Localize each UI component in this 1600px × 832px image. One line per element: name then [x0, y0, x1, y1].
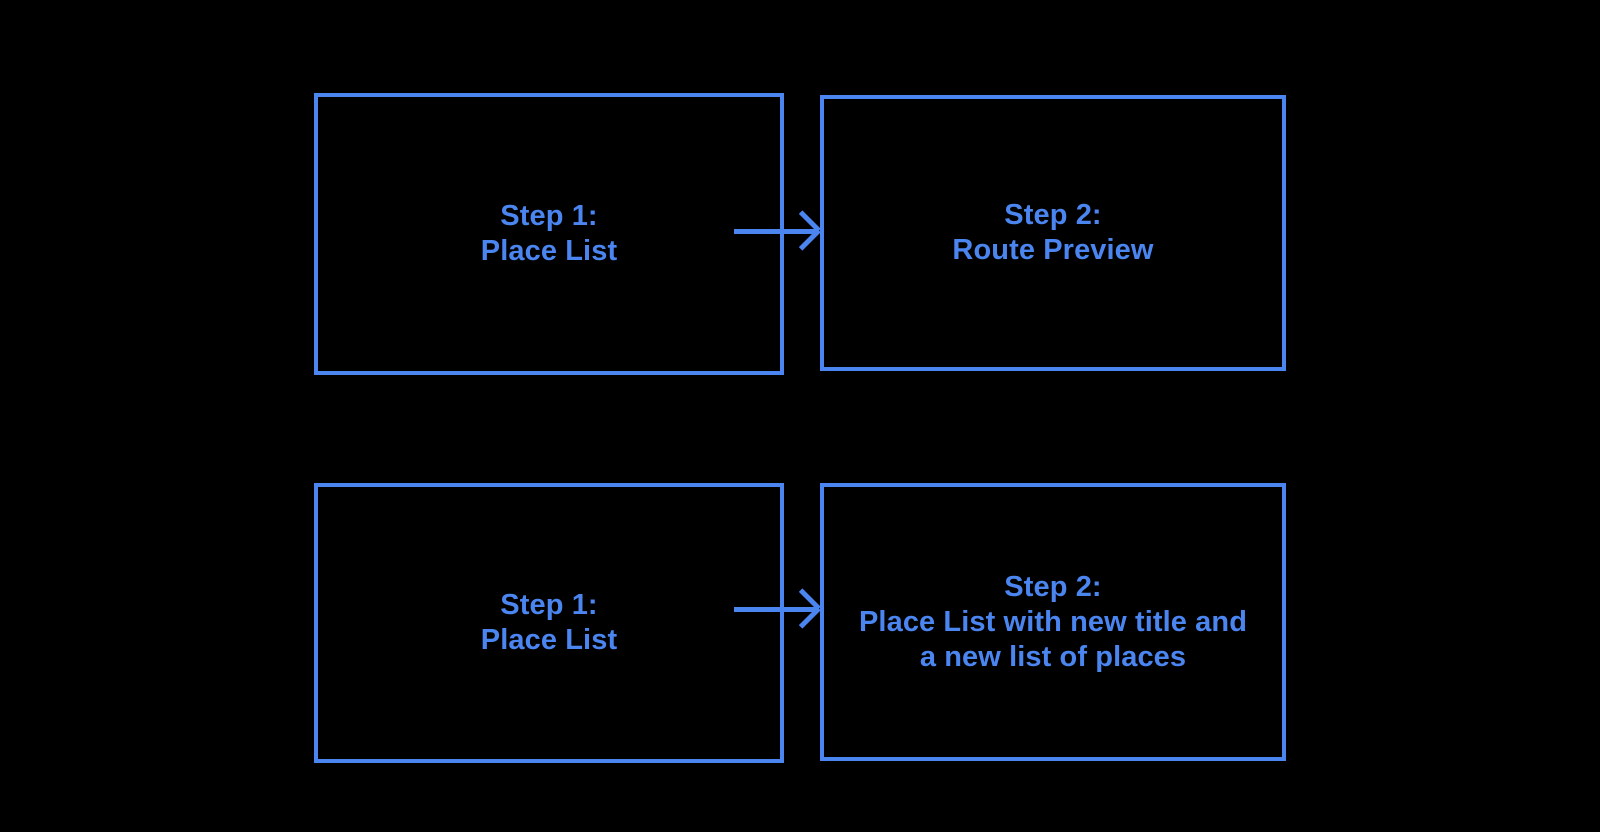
arrowhead-stroke-upper: [798, 606, 821, 629]
arrowhead-stroke-lower: [798, 588, 821, 611]
flow-row-new-place-list: Step 1: Place List Step 2: Place List wi…: [0, 483, 1600, 763]
step-box-place-list-row2[interactable]: Step 1: Place List: [314, 483, 784, 763]
arrow-right-icon: [793, 588, 821, 629]
step-box-label: Step 2: Route Preview: [952, 199, 1154, 266]
flow-row-route-preview: Step 1: Place List Step 2: Route Preview: [0, 93, 1600, 375]
arrow-right-icon: [793, 210, 821, 251]
connector-row1: [0, 93, 1600, 375]
arrowhead-stroke-lower: [798, 210, 821, 233]
step-box-place-list-updated[interactable]: Step 2: Place List with new title and a …: [820, 483, 1286, 761]
step-box-label: Step 1: Place List: [480, 589, 618, 656]
step-box-label: Step 1: Place List: [480, 200, 618, 267]
step-box-label: Step 2: Place List with new title and a …: [858, 570, 1248, 673]
connector-row2: [0, 483, 1600, 763]
step-box-route-preview[interactable]: Step 2: Route Preview: [820, 95, 1286, 371]
arrowhead-stroke-upper: [798, 228, 821, 251]
step-box-place-list-row1[interactable]: Step 1: Place List: [314, 93, 784, 375]
